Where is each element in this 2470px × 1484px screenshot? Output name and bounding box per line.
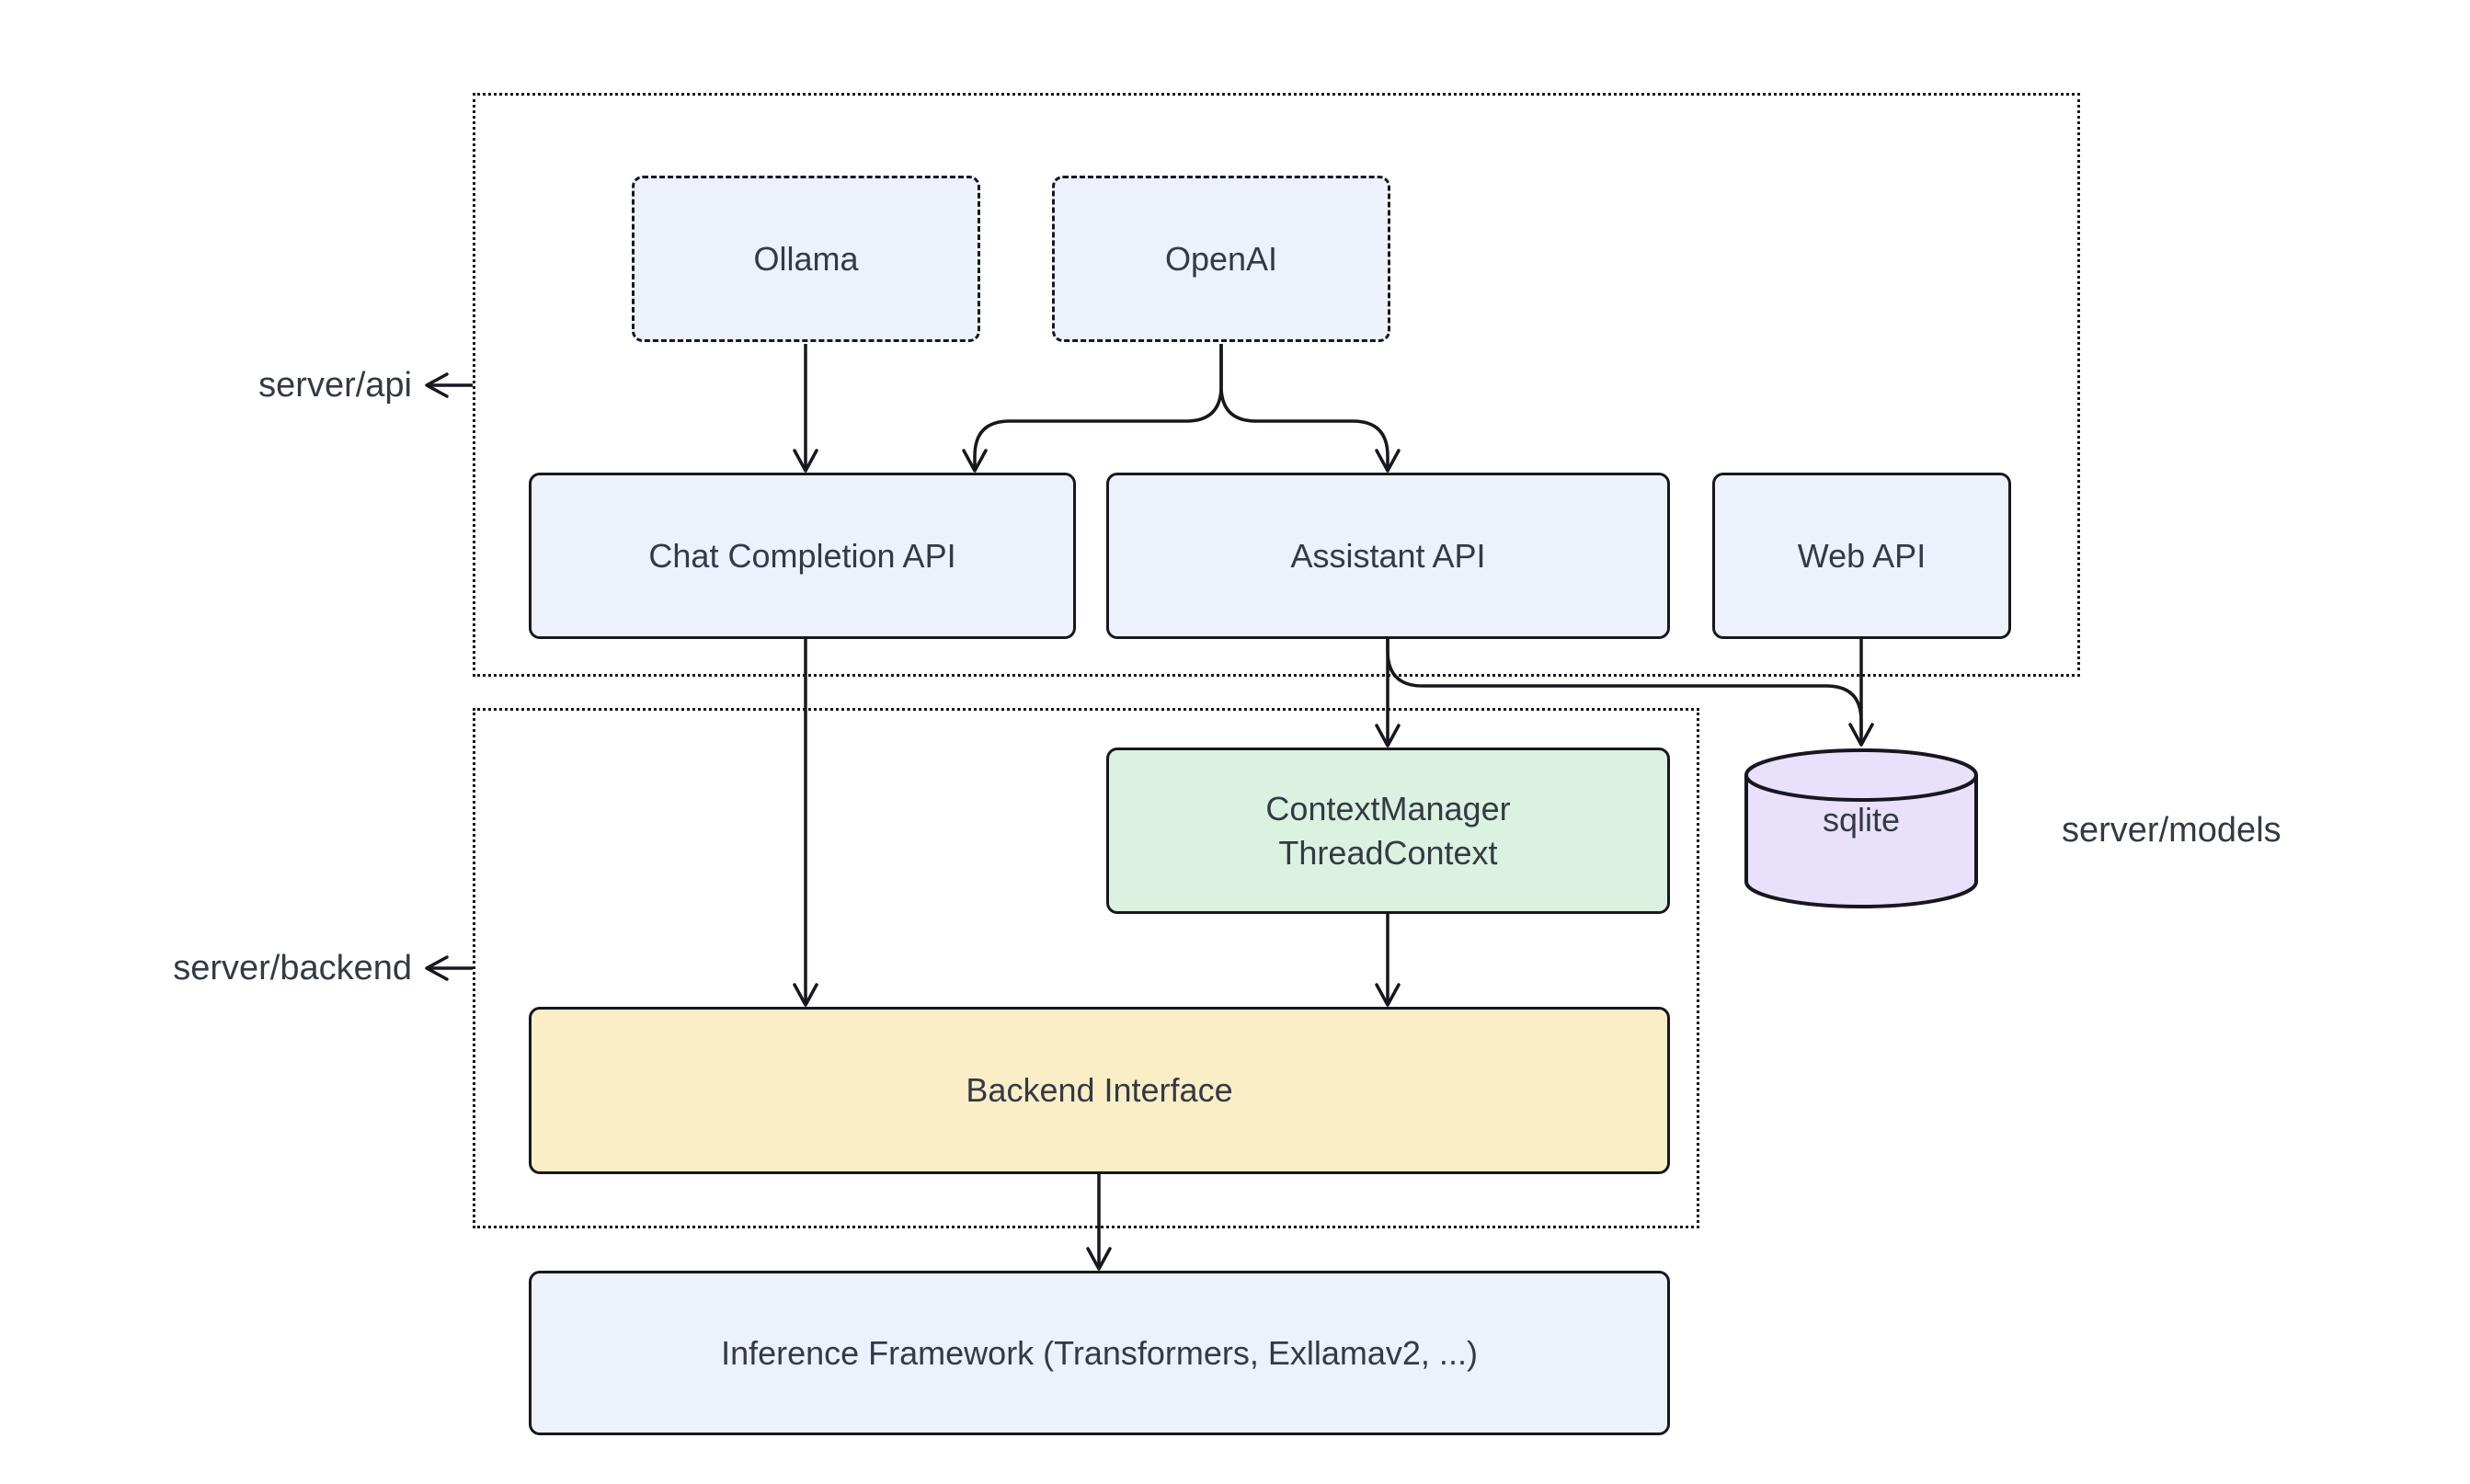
node-sqlite: sqlite	[1743, 748, 1980, 911]
group-server-backend-label: server/backend	[173, 949, 412, 987]
sqlite-cylinder-shape	[1744, 748, 1978, 908]
node-chat-completion-api: Chat Completion API	[529, 473, 1076, 639]
node-context-manager-line1: ContextManager	[1265, 789, 1511, 828]
node-context-manager: ContextManager ThreadContext	[1106, 748, 1670, 914]
node-openai-label: OpenAI	[1164, 239, 1278, 278]
node-backend-interface: Backend Interface	[529, 1007, 1670, 1174]
sqlite-cylinder-body	[1744, 775, 1978, 908]
node-chat-completion-api-label: Chat Completion API	[648, 536, 956, 575]
node-web-api: Web API	[1712, 473, 2011, 639]
node-web-api-label: Web API	[1797, 536, 1927, 575]
node-sqlite-label: sqlite	[1822, 801, 1901, 839]
group-server-api	[473, 93, 2080, 677]
node-inference-framework-label: Inference Framework (Transformers, Exlla…	[721, 1333, 1478, 1372]
node-context-manager-label: ContextManager ThreadContext	[1265, 787, 1510, 874]
node-assistant-api-label: Assistant API	[1290, 536, 1486, 575]
node-openai: OpenAI	[1052, 176, 1390, 342]
group-server-models-label: server/models	[2062, 811, 2281, 850]
group-server-api-label: server/api	[258, 366, 412, 405]
sqlite-cylinder-top	[1744, 748, 1978, 802]
node-backend-interface-label: Backend Interface	[966, 1071, 1233, 1110]
node-ollama-label: Ollama	[753, 239, 859, 278]
node-ollama: Ollama	[632, 176, 980, 342]
group-server-backend	[473, 708, 1699, 1228]
node-context-manager-line2: ThreadContext	[1278, 833, 1498, 872]
node-assistant-api: Assistant API	[1106, 473, 1670, 639]
node-inference-framework: Inference Framework (Transformers, Exlla…	[529, 1271, 1670, 1435]
